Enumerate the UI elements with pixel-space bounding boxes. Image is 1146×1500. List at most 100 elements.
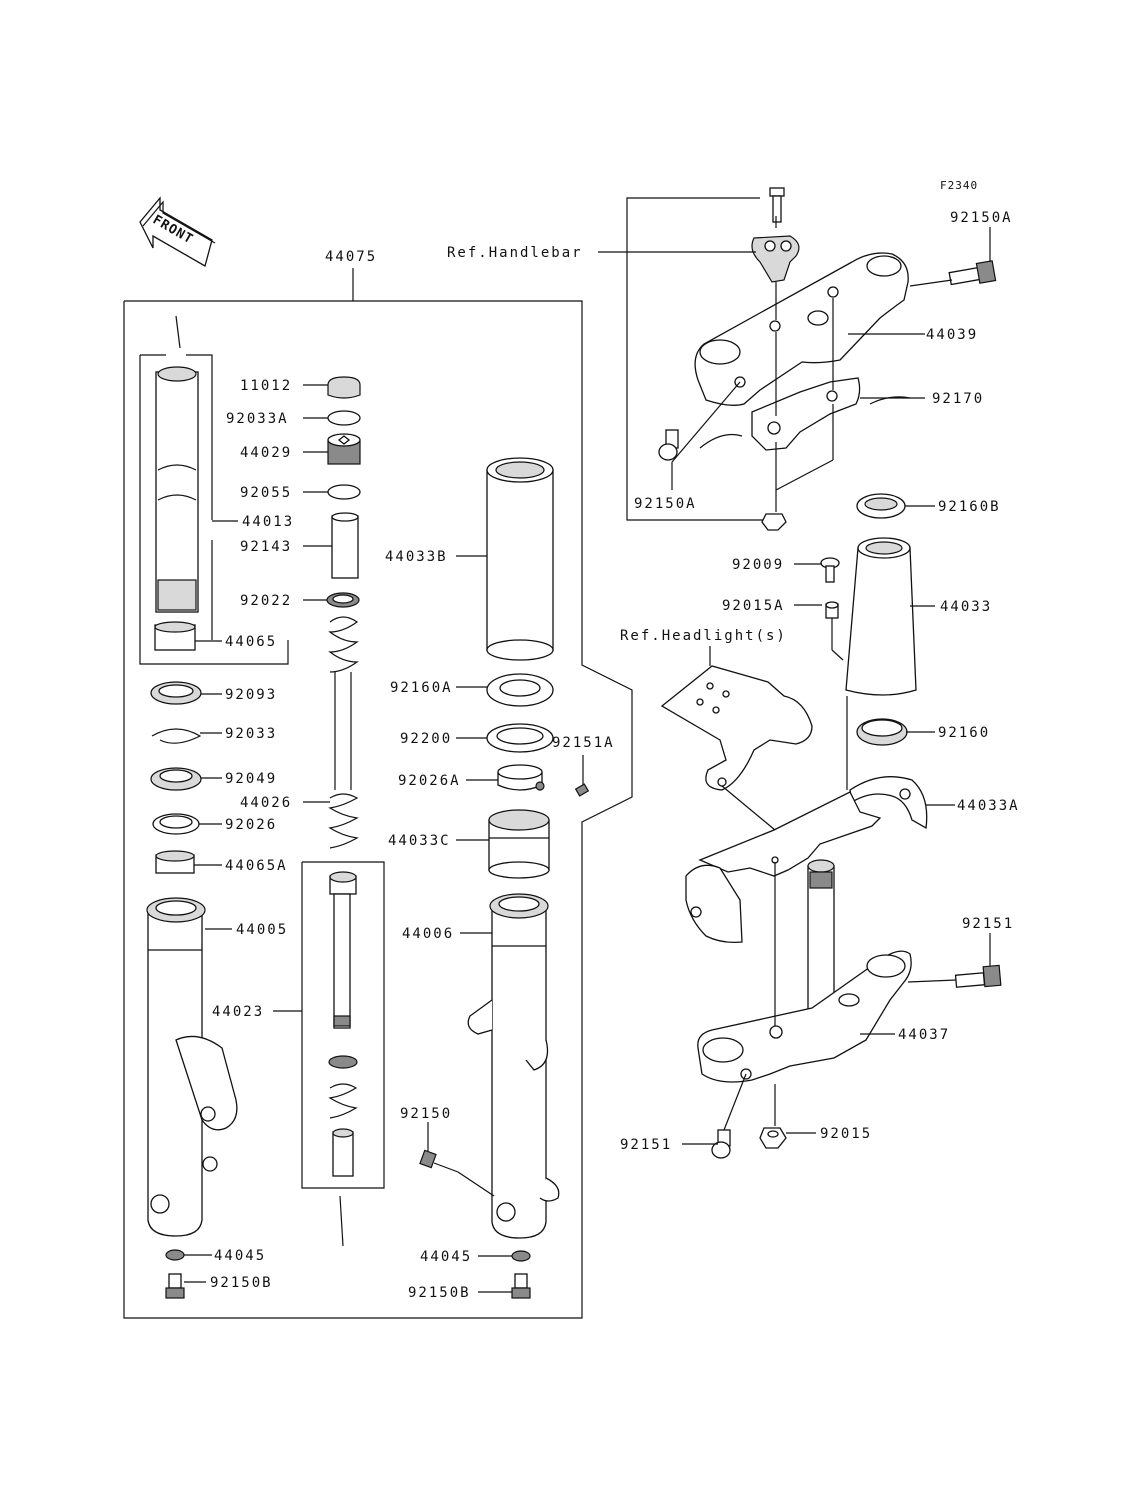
part-92160B-grommet [856, 493, 906, 519]
leader-lines [184, 216, 991, 1293]
label-92151-top: 92151 [962, 916, 1014, 932]
label-92026: 92026 [225, 817, 277, 833]
part-92026A-clamp [497, 764, 545, 791]
label-92055: 92055 [240, 485, 292, 501]
part-92055-oring [327, 484, 361, 500]
label-44065: 44065 [225, 634, 277, 650]
part-labels: 11012 92033A 44029 92055 44013 92143 920… [210, 210, 1020, 1301]
label-92160A: 92160A [390, 680, 453, 696]
part-upper-nut [761, 513, 787, 531]
label-44029: 44029 [240, 445, 292, 461]
front-arrow-icon: FRONT [139, 196, 216, 267]
label-44033: 44033 [940, 599, 992, 615]
part-92170-bracket-clip [699, 377, 911, 451]
part-92151A-screw [574, 755, 590, 797]
label-92150: 92150 [400, 1106, 452, 1122]
label-44039: 44039 [926, 327, 978, 343]
label-92150A-bottom: 92150A [634, 496, 697, 512]
label-44033C: 44033C [388, 833, 451, 849]
part-92049-seal [150, 767, 202, 791]
part-44005-outer-tube [146, 897, 238, 1237]
assembly-44075: 44075 [123, 249, 633, 1319]
label-92151-bottom: 92151 [620, 1137, 672, 1153]
label-92022: 92022 [240, 593, 292, 609]
part-92022-washer [326, 592, 360, 608]
handlebar-box [626, 197, 765, 521]
label-92143: 92143 [240, 539, 292, 555]
part-92009-screw [820, 557, 840, 583]
part-44029-plug [327, 433, 361, 465]
label-44045-left: 44045 [214, 1248, 266, 1264]
part-11012-cap [327, 376, 361, 399]
part-44026-spring [328, 616, 359, 849]
label-44045-right: 44045 [420, 1249, 472, 1265]
label-44013: 44013 [242, 514, 294, 530]
part-92033-clip [151, 728, 202, 744]
label-92150B-left: 92150B [210, 1275, 273, 1291]
part-92151-bolt-top [954, 964, 1002, 988]
label-92200: 92200 [400, 731, 452, 747]
label-92009: 92009 [732, 557, 784, 573]
part-handlebar-holder [751, 235, 800, 283]
label-92033: 92033 [225, 726, 277, 742]
label-92160B: 92160B [938, 499, 1001, 515]
part-44006-outer-tube [467, 893, 560, 1239]
part-92033A-oring [327, 410, 361, 426]
part-44033A-cover-bracket [685, 776, 928, 944]
label-44065A: 44065A [225, 858, 288, 874]
label-44033B: 44033B [385, 549, 448, 565]
label-44006: 44006 [402, 926, 454, 942]
label-92160: 92160 [938, 725, 990, 741]
part-92150B-bolt-left [165, 1273, 185, 1299]
part-92015-nut [759, 1127, 787, 1149]
part-92143-spacer [331, 512, 359, 579]
part-44037-lower-bracket [697, 859, 912, 1083]
part-44033B-cover [486, 457, 554, 661]
assembly-label: 44075 [325, 249, 377, 265]
part-44065-bushing [154, 621, 196, 651]
part-92160A-rubber [486, 673, 554, 707]
label-ref-headlight: Ref.Headlight(s) [620, 628, 787, 644]
label-92015: 92015 [820, 1126, 872, 1142]
part-headlight-bracket [660, 665, 813, 791]
sub-assembly-box-44023 [301, 861, 385, 1247]
label-92026A: 92026A [398, 773, 461, 789]
label-92033A: 92033A [226, 411, 289, 427]
label-92049: 92049 [225, 771, 277, 787]
part-92150B-bolt-right [511, 1273, 531, 1299]
part-44033C-guide [488, 809, 550, 879]
figure-code: F2340 [940, 179, 978, 192]
part-44033-cover [845, 537, 917, 696]
label-44037: 44037 [898, 1027, 950, 1043]
label-44026: 44026 [240, 795, 292, 811]
part-92160-grommet [856, 718, 908, 746]
part-92151-bolt-bottom [711, 1129, 731, 1159]
label-44023: 44023 [212, 1004, 264, 1020]
part-92200-washer [486, 723, 554, 753]
part-44045-washer-right [511, 1250, 531, 1262]
part-44023-damper-rod [328, 871, 358, 1177]
part-92150A-bolt-bottom [658, 429, 679, 461]
part-44039-upper-bracket [694, 252, 909, 406]
part-44045-washer-left [165, 1249, 185, 1261]
label-92170: 92170 [932, 391, 984, 407]
part-92026-washer [152, 813, 200, 835]
label-92150B-right: 92150B [408, 1285, 471, 1301]
label-92150A-top: 92150A [950, 210, 1013, 226]
part-92150-bolt [419, 1149, 495, 1197]
label-44005: 44005 [236, 922, 288, 938]
label-ref-handlebar: Ref.Handlebar [447, 245, 583, 261]
part-92015A-collar [825, 601, 839, 619]
label-92015A: 92015A [722, 598, 785, 614]
part-handlebar-bolt [769, 187, 785, 223]
label-92093: 92093 [225, 687, 277, 703]
sub-assembly-box-44013 [139, 315, 289, 665]
label-92151A: 92151A [552, 735, 615, 751]
part-44065A-bushing [155, 850, 195, 874]
label-44033A: 44033A [957, 798, 1020, 814]
part-92093-seal [150, 681, 202, 705]
left-fork-inner-tube [155, 366, 199, 613]
label-11012: 11012 [240, 378, 292, 394]
part-92150A-bolt-top [948, 260, 997, 286]
